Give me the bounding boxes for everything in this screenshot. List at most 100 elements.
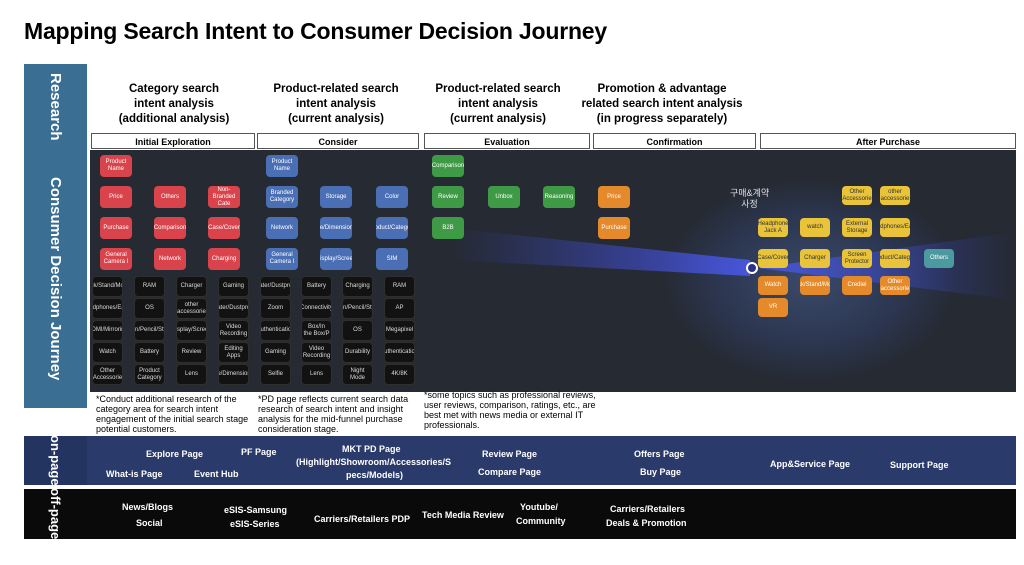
pf-page: PF Page bbox=[241, 447, 277, 457]
page-title: Mapping Search Intent to Consumer Decisi… bbox=[24, 18, 607, 44]
stage-consider: Consider bbox=[257, 133, 419, 149]
chip: Battery bbox=[134, 342, 165, 363]
chip: Non-Branded Cate bbox=[208, 186, 240, 208]
chip: Lens bbox=[176, 364, 207, 385]
chip: Charging bbox=[342, 276, 373, 297]
chip: Product/Category bbox=[880, 249, 910, 268]
chip: HDMI/Mirroring bbox=[92, 320, 123, 341]
youtube: Youtube/ bbox=[520, 502, 558, 512]
chip: VR bbox=[758, 298, 788, 317]
tech-media-review: Tech Media Review bbox=[422, 510, 504, 520]
on-page-band: on-page Explore Page What-is Page PF Pag… bbox=[24, 435, 1016, 486]
chip: watch bbox=[800, 218, 830, 237]
chip: AP bbox=[384, 298, 415, 319]
chip: Zoom bbox=[260, 298, 291, 319]
chip: Other Accessorie bbox=[92, 364, 123, 385]
chip: SIM bbox=[376, 248, 408, 270]
event-hub: Event Hub bbox=[194, 469, 239, 479]
chip: Other Accessorie bbox=[842, 186, 872, 205]
chip: B2B bbox=[432, 217, 464, 239]
korean-label: 구매&계약 사정 bbox=[730, 188, 770, 209]
chip: authentication bbox=[384, 342, 415, 363]
chip: Charger bbox=[800, 249, 830, 268]
chip: Reasoning bbox=[543, 186, 575, 208]
offers-page: Offers Page bbox=[634, 449, 685, 459]
chip: Case/Cover bbox=[208, 217, 240, 239]
esis-series: eSIS-Series bbox=[230, 519, 280, 529]
mkt-pd-page: MKT PD Page bbox=[342, 444, 401, 454]
chip: other accessorie bbox=[176, 298, 207, 319]
buy-page: Buy Page bbox=[640, 467, 682, 477]
chip: Product Category bbox=[134, 364, 165, 385]
chip: Pen/Pencil/Stylu bbox=[342, 298, 373, 319]
news-blogs: News/Blogs bbox=[122, 502, 174, 512]
what-is-page: What-is Page bbox=[106, 469, 163, 479]
chip: Comparison bbox=[432, 155, 464, 177]
chip: Megapixel bbox=[384, 320, 415, 341]
app-service-page: App&Service Page bbox=[770, 459, 851, 469]
chip: Watch bbox=[92, 342, 123, 363]
chip: OS bbox=[134, 298, 165, 319]
chip: Connectivity bbox=[301, 298, 332, 319]
chip: Network bbox=[154, 248, 186, 270]
chip: Storage bbox=[320, 186, 352, 208]
chip: Size/Dimension/W bbox=[320, 217, 352, 239]
note-initial: *Conduct additional research of the cate… bbox=[96, 394, 249, 434]
chip: Size/Dimension/W bbox=[218, 364, 249, 385]
explore-page: Explore Page bbox=[146, 449, 204, 459]
chip: Authentication bbox=[260, 320, 291, 341]
chip: General Camera I bbox=[266, 248, 298, 270]
chip: Gaming bbox=[218, 276, 249, 297]
chip: Purchase bbox=[598, 217, 630, 239]
stage-confirmation: Confirmation bbox=[593, 133, 756, 149]
carriers-retailers-pdp: Carriers/Retailers PDP bbox=[314, 514, 411, 524]
chip: Charger bbox=[176, 276, 207, 297]
chip: Product Name bbox=[266, 155, 298, 177]
chip: Crediel bbox=[842, 276, 872, 295]
chip: Night Mode bbox=[342, 364, 373, 385]
chip: Dock/Stand/Mount bbox=[92, 276, 123, 297]
on-page-label: on-page bbox=[24, 435, 87, 486]
chip: External Storage bbox=[842, 218, 872, 237]
chip: General Camera I bbox=[100, 248, 132, 270]
chip: Network bbox=[266, 217, 298, 239]
chip: Dock/Stand/Mount bbox=[800, 276, 830, 295]
chip: Price bbox=[598, 186, 630, 208]
deals-promotion: Deals & Promotion bbox=[606, 518, 687, 528]
carriers-retailers: Carriers/Retailers bbox=[610, 504, 686, 514]
chip: Review bbox=[432, 186, 464, 208]
social: Social bbox=[136, 518, 163, 528]
chip: RAM bbox=[134, 276, 165, 297]
mkt-pd-detail-1: (Highlight/Showroom/Accessories/S bbox=[296, 457, 452, 467]
compare-page: Compare Page bbox=[478, 467, 542, 477]
chip: Durability bbox=[342, 342, 373, 363]
chip: Others bbox=[924, 249, 954, 268]
chip: Pen/Pencil/Stylu bbox=[134, 320, 165, 341]
chip: Product/Category bbox=[376, 217, 408, 239]
chip: 4K/8K bbox=[384, 364, 415, 385]
note-evaluation: *some topics such as professional review… bbox=[424, 390, 596, 430]
chip: Lens bbox=[301, 364, 332, 385]
chip: Headphone Jack A bbox=[758, 218, 788, 237]
chip: Charging bbox=[208, 248, 240, 270]
chip: Other accessorie bbox=[880, 276, 910, 295]
chip: Display/Screen bbox=[320, 248, 352, 270]
esis-samsung: eSIS-Samsung bbox=[224, 505, 288, 515]
journey-node bbox=[746, 262, 758, 274]
off-page-band: off-page News/Blogs Social eSIS-Samsung … bbox=[24, 488, 1016, 540]
mkt-pd-detail-2: pecs/Models) bbox=[346, 470, 404, 480]
chip: Editing Apps bbox=[218, 342, 249, 363]
chip: Water/Dustproof bbox=[260, 276, 291, 297]
support-page: Support Page bbox=[890, 460, 949, 470]
stage-initial-exploration: Initial Exploration bbox=[91, 133, 255, 149]
chip: Price bbox=[100, 186, 132, 208]
chip: Purchase bbox=[100, 217, 132, 239]
chip: Display/Screen bbox=[176, 320, 207, 341]
chip: Comparison bbox=[154, 217, 186, 239]
chip: Video Recording bbox=[218, 320, 249, 341]
chip: Unbox bbox=[488, 186, 520, 208]
research-side-label: Research bbox=[24, 64, 87, 150]
